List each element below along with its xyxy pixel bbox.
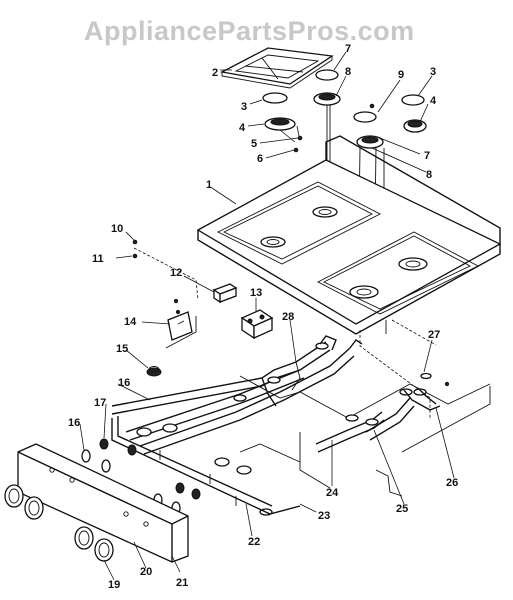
callout-9: 9: [398, 69, 404, 81]
callout-21: 21: [176, 577, 188, 589]
callout-5: 5: [251, 138, 257, 150]
gas-manifold-tubes: [111, 335, 363, 455]
callout-28: 28: [282, 311, 294, 323]
callout-6: 6: [257, 153, 263, 165]
callout-1: 1: [206, 179, 212, 191]
cooktop-panel: [196, 135, 502, 335]
callout-7: 7: [424, 150, 430, 162]
control-knobs: [4, 484, 114, 562]
callout-3: 3: [430, 66, 436, 78]
callout-7: 7: [345, 43, 351, 55]
callout-16: 16: [118, 377, 130, 389]
mounting-bracket: [167, 311, 193, 341]
callout-8: 8: [345, 66, 351, 78]
callout-14: 14: [124, 316, 137, 328]
screws: [132, 103, 450, 387]
callout-27: 27: [428, 329, 440, 341]
burner-assembly-center: [313, 69, 341, 212]
chassis-outline: [133, 247, 437, 420]
watermark-text: AppliancePartsPros.com: [84, 16, 415, 46]
burner-grate: [220, 47, 334, 89]
leader-lines: [79, 51, 455, 581]
callout-12: 12: [170, 267, 182, 279]
terminal-block: [212, 283, 238, 304]
burner-tubes-right: [315, 372, 441, 453]
callout-labels: 1 2 3 3 4 4 5 6 7 7 8 8 9 10 11 12 13 14…: [68, 43, 458, 591]
callout-25: 25: [396, 503, 408, 515]
callout-8: 8: [426, 169, 432, 181]
burner-assembly-left: [262, 92, 300, 143]
callout-3: 3: [241, 101, 247, 113]
callout-26: 26: [446, 477, 458, 489]
callout-16: 16: [68, 417, 80, 429]
callout-13: 13: [250, 287, 262, 299]
callout-4: 4: [430, 95, 437, 107]
callout-22: 22: [248, 536, 260, 548]
callout-20: 20: [140, 566, 152, 578]
callout-23: 23: [318, 510, 330, 522]
callout-24: 24: [326, 487, 339, 499]
callout-15: 15: [116, 343, 128, 355]
spark-module: [240, 309, 274, 340]
callout-2: 2: [212, 67, 218, 79]
callout-19: 19: [108, 579, 120, 591]
callout-10: 10: [111, 223, 123, 235]
regulator-valve: [146, 366, 162, 377]
burner-valves: [111, 416, 301, 516]
callout-17: 17: [94, 397, 106, 409]
callout-4: 4: [239, 122, 246, 134]
callout-11: 11: [92, 253, 104, 265]
